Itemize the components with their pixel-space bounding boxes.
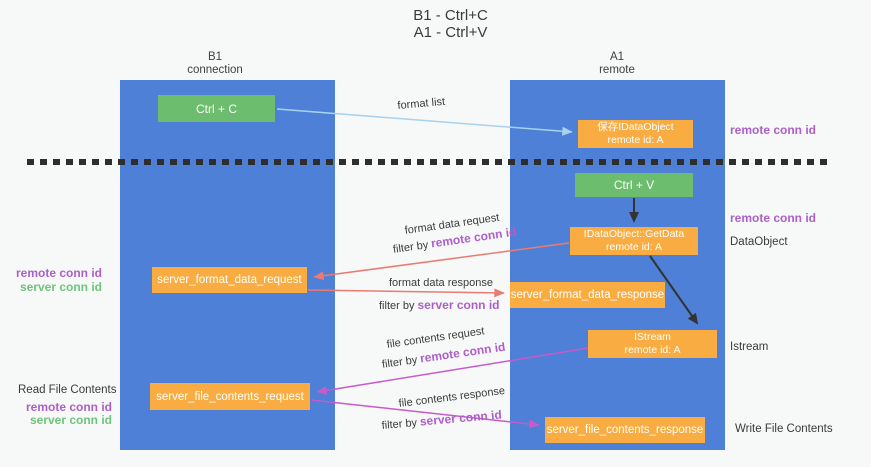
lane-b1-role: connection xyxy=(187,64,243,76)
filter-by-text: filter by xyxy=(381,354,419,371)
read-file-contents-label: Read File Contents xyxy=(18,384,117,396)
title-line-1: B1 - Ctrl+C xyxy=(413,7,488,24)
server-conn-id-label-mid-left: server conn id xyxy=(19,280,102,294)
file-response-label: server_file_contents_response xyxy=(546,424,704,436)
lane-a1-role: remote xyxy=(599,64,635,76)
remote-conn-id-label-bottom-left: remote conn id xyxy=(25,400,112,414)
title-line-2: A1 - Ctrl+V xyxy=(413,24,488,41)
diagram-title: B1 - Ctrl+C A1 - Ctrl+V xyxy=(30,7,871,41)
ctrl-v-node: Ctrl + V xyxy=(575,173,693,197)
save-idataobject-node: 保存IDataObject remote id: A xyxy=(578,120,693,148)
istream-side-label: Istream xyxy=(730,341,769,353)
format-list-edge-label: format list xyxy=(397,95,446,112)
dataobject-label: DataObject xyxy=(730,236,788,248)
istream-line2: remote id: A xyxy=(624,344,681,356)
lane-header-a1-remote: A1 remote xyxy=(557,51,677,77)
getdata-line1: IDataObject::GetData xyxy=(583,228,685,240)
server-format-data-response-node: server_format_data_response xyxy=(510,282,665,308)
save-idataobject-line1: 保存IDataObject xyxy=(597,121,674,133)
filter-by-text: filter by xyxy=(392,239,430,256)
file-contents-response-edge-label: file contents response xyxy=(398,384,506,410)
istream-line1: IStream xyxy=(634,331,671,343)
format-data-response-arrow xyxy=(307,288,505,298)
lane-header-b1-connection: B1 connection xyxy=(155,51,275,77)
write-file-contents-label: Write File Contents xyxy=(735,423,833,435)
server-format-data-request-node: server_format_data_request xyxy=(152,267,307,293)
format-request-label: server_format_data_request xyxy=(157,274,302,286)
istream-node: IStream remote id: A xyxy=(588,330,717,358)
lane-b1-name: B1 xyxy=(207,51,223,63)
server-file-contents-request-node: server_file_contents_request xyxy=(150,383,310,410)
filter-by-text: filter by xyxy=(379,300,415,312)
lane-a1-name: A1 xyxy=(609,51,625,63)
ctrl-c-node: Ctrl + C xyxy=(158,95,275,122)
remote-conn-id-label-top-right: remote conn id xyxy=(730,123,817,137)
ctrl-c-label: Ctrl + C xyxy=(195,101,237,116)
idataobject-getdata-node: IDataObject::GetData remote id: A xyxy=(570,227,698,255)
remote-conn-id-label-mid-left: remote conn id xyxy=(15,266,102,280)
server-conn-id-label-bottom-left: server conn id xyxy=(29,413,112,427)
server-conn-id-filter-text: server conn id xyxy=(417,298,500,312)
remote-conn-id-label-mid-right: remote conn id xyxy=(730,211,817,225)
ctrl-v-label: Ctrl + V xyxy=(613,178,655,192)
filter-by-text: filter by xyxy=(381,416,418,432)
dashed-separator-line xyxy=(27,159,833,165)
save-idataobject-line2: remote id: A xyxy=(607,134,664,146)
format-data-response-edge-label: format data response xyxy=(389,277,493,289)
server-file-contents-response-node: server_file_contents_response xyxy=(545,417,705,443)
server-conn-id-filter-text: server conn id xyxy=(419,407,503,429)
file-request-label: server_file_contents_request xyxy=(156,390,304,403)
format-response-label: server_format_data_response xyxy=(510,289,665,301)
getdata-line2: remote id: A xyxy=(605,241,663,253)
